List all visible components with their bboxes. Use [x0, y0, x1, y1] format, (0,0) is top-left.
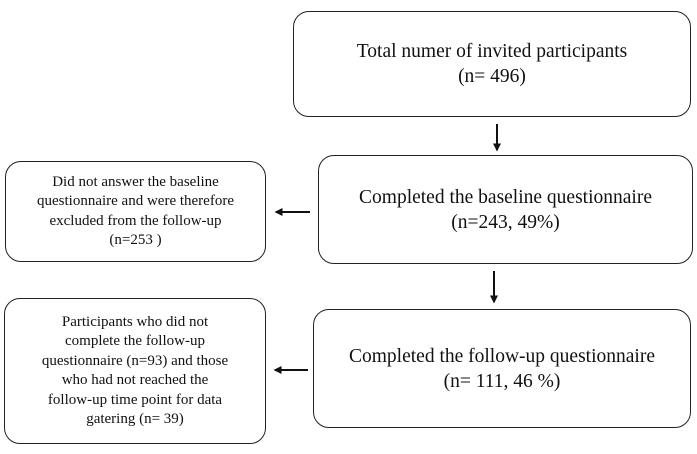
box-excluded-participants: Did not answer the baseline questionnair… [5, 161, 266, 262]
box-not-completed-line-2: complete the follow-up [65, 333, 205, 349]
box-excluded-line-3: excluded from the follow-up [49, 212, 222, 229]
box-not-completed-line-4: who had not reached the [61, 372, 209, 388]
box-excluded-line-4: (n=253 ) [109, 232, 162, 248]
box-not-completed-line-6: gatering (n= 39) [86, 411, 184, 427]
box-completed-baseline: Completed the baseline questionnaire (n=… [318, 155, 693, 264]
box-not-completed-followup: Participants who did not complete the fo… [4, 298, 266, 444]
box-not-completed-line-5: follow-up time point for data [47, 391, 223, 408]
box-not-completed-line-3: questionnaire (n=93) and those [41, 352, 229, 369]
box-total-line-1: Total numer of invited participants [356, 41, 628, 62]
box-excluded-line-1: Did not answer the baseline [52, 173, 219, 190]
box-baseline-line-2: (n=243, 49%) [451, 211, 560, 233]
box-total-line-2: (n= 496) [458, 66, 526, 87]
box-followup-line-2: (n= 111, 46 %) [443, 370, 561, 392]
box-baseline-line-1: Completed the baseline questionnaire [359, 186, 652, 208]
box-followup-line-1: Completed the follow-up questionnaire [349, 345, 655, 367]
box-not-completed-line-1: Participants who did not [61, 313, 209, 330]
box-total-invited: Total numer of invited participants (n= … [293, 11, 691, 117]
box-excluded-line-2: questionnaire and were therefore [37, 193, 234, 209]
box-completed-followup: Completed the follow-up questionnaire (n… [313, 309, 691, 428]
